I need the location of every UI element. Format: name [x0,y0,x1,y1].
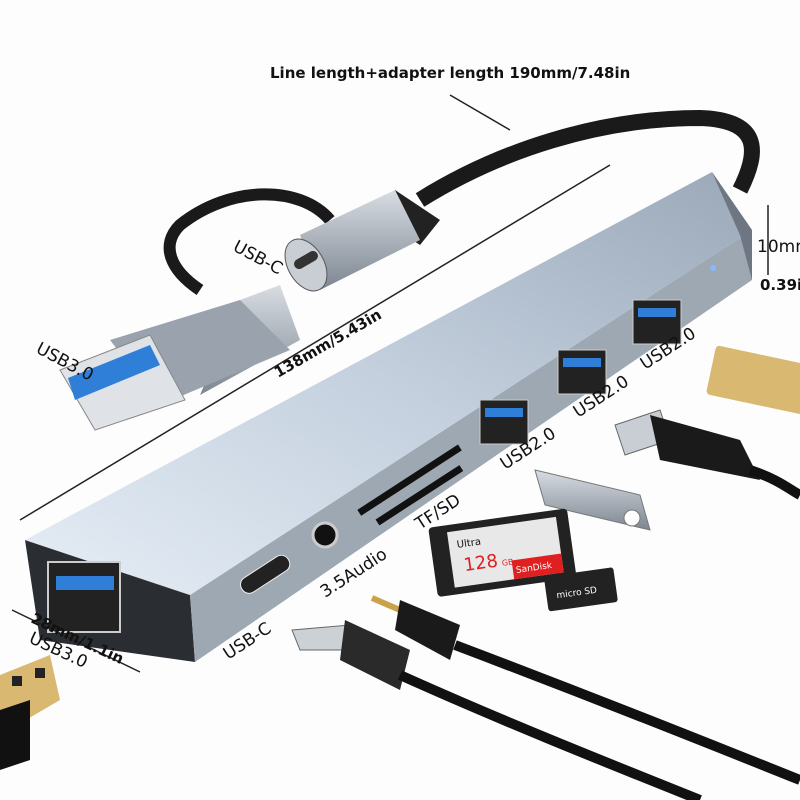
usbc-port [240,554,291,594]
usbc-cable [291,620,702,800]
silver-flash-drive [534,469,651,531]
gold-flash-drive [706,345,800,415]
cable-length-label: Line length+adapter length 190mm/7.48in [270,64,630,82]
usb-a-adapter-gold [0,655,60,770]
sd-card: Ultra 128 GB SanDisk [428,508,577,597]
adapter-cable [163,188,335,295]
audio-port [311,521,339,549]
microsd-card: micro SD [544,567,618,612]
hub-top-face [25,172,752,595]
usb-a-cable [614,409,800,500]
usb2-port-2 [557,349,607,395]
thickness-mm-label: 10mm [757,237,800,257]
led-indicator [710,265,716,271]
length-dimension-line [19,164,611,521]
usb2-port-3 [632,299,682,345]
audio-cable [370,595,800,785]
thickness-in-label: 0.39in [760,276,800,294]
card-slots [357,444,464,526]
usbc-plug [284,190,440,292]
usb3-plug [59,285,300,431]
hub-front-face [190,230,752,662]
usb3-port-front [47,561,121,633]
hub-cable [415,109,760,207]
width-dimension-line [11,609,141,673]
sd-capacity: 128 [462,551,499,577]
cable-dimension-line [449,94,511,131]
sd-line: Ultra [456,537,482,551]
sd-unit: GB [501,557,514,568]
usbc-plug-label: USB-C [230,237,286,279]
usb2-port-1 [479,399,529,445]
